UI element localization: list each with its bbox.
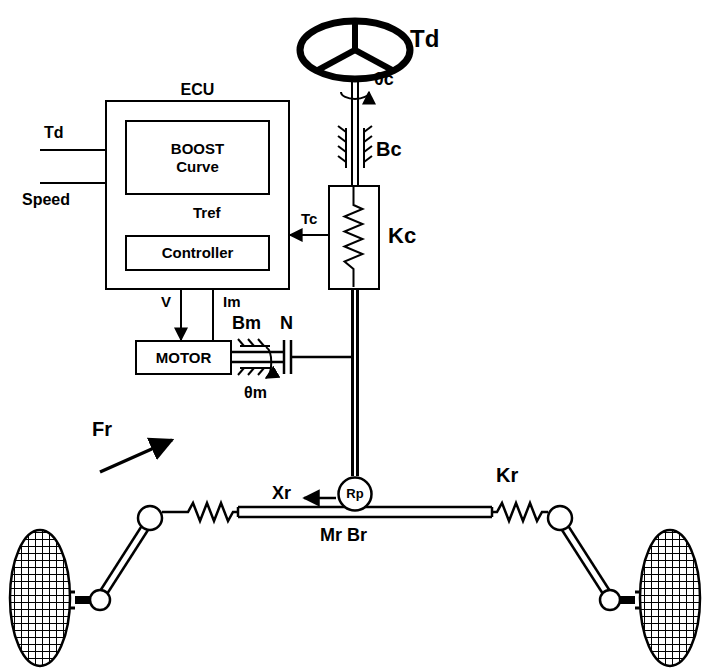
- spring-symbol: [330, 187, 377, 287]
- angle-label: θm: [244, 384, 267, 402]
- pinion-shaft: [352, 290, 358, 476]
- shaft-core: [354, 290, 356, 476]
- node-label: Kc: [388, 223, 416, 248]
- signal-label: Td: [44, 124, 64, 142]
- pinion-shaft: [352, 290, 358, 476]
- steering-knuckle: [60, 506, 162, 610]
- tie-rod-spring: [492, 503, 548, 521]
- gear-ratio-label: N: [280, 314, 293, 334]
- pinion-circle: Rp: [337, 476, 373, 512]
- tie-rod-spring: [162, 503, 238, 521]
- steering-column: [352, 79, 358, 185]
- force-arrow: [100, 440, 172, 472]
- damping-label: Bc: [376, 138, 402, 160]
- wheel-spokes: [318, 22, 392, 70]
- node-label: Controller: [162, 244, 234, 261]
- signal-label: V: [159, 294, 173, 311]
- node-label: ECU: [107, 81, 288, 99]
- displacement-arrow: [304, 497, 336, 500]
- force-label: Fr: [92, 418, 112, 440]
- signal-label: Im: [221, 294, 243, 311]
- signal-label: Tc: [299, 211, 319, 228]
- motor-box: MOTOR: [135, 340, 232, 375]
- signal-arrow: [290, 234, 328, 236]
- angle-label: θc: [374, 70, 394, 90]
- ecu-box: ECUBOOST CurveController: [105, 100, 290, 290]
- boost-curve-box: BOOST Curve: [125, 120, 270, 195]
- column-damper: [338, 126, 372, 168]
- torque-label: Td: [410, 26, 439, 52]
- road-wheel: [640, 530, 700, 666]
- torsion-spring-box: Kc: [328, 185, 380, 290]
- rotation-arrow: [341, 92, 369, 99]
- displacement-label: Xr: [272, 484, 291, 504]
- signal-label: Tref: [191, 205, 223, 222]
- node-label: BOOST Curve: [153, 140, 243, 175]
- road-wheel: [10, 530, 70, 666]
- signal-label: Speed: [22, 191, 70, 209]
- rotation-arrow: [266, 347, 271, 378]
- motor-damper: [238, 339, 270, 375]
- damping-label: Bm: [232, 314, 261, 334]
- steering-knuckle: [548, 506, 650, 610]
- controller-box: Controller: [125, 235, 270, 271]
- motor-shaft: [232, 340, 352, 374]
- stiffness-label: Kr: [496, 464, 518, 486]
- mass-damping-label: Mr Br: [320, 526, 367, 546]
- node-label: Rp: [346, 487, 363, 502]
- node-label: MOTOR: [156, 349, 212, 366]
